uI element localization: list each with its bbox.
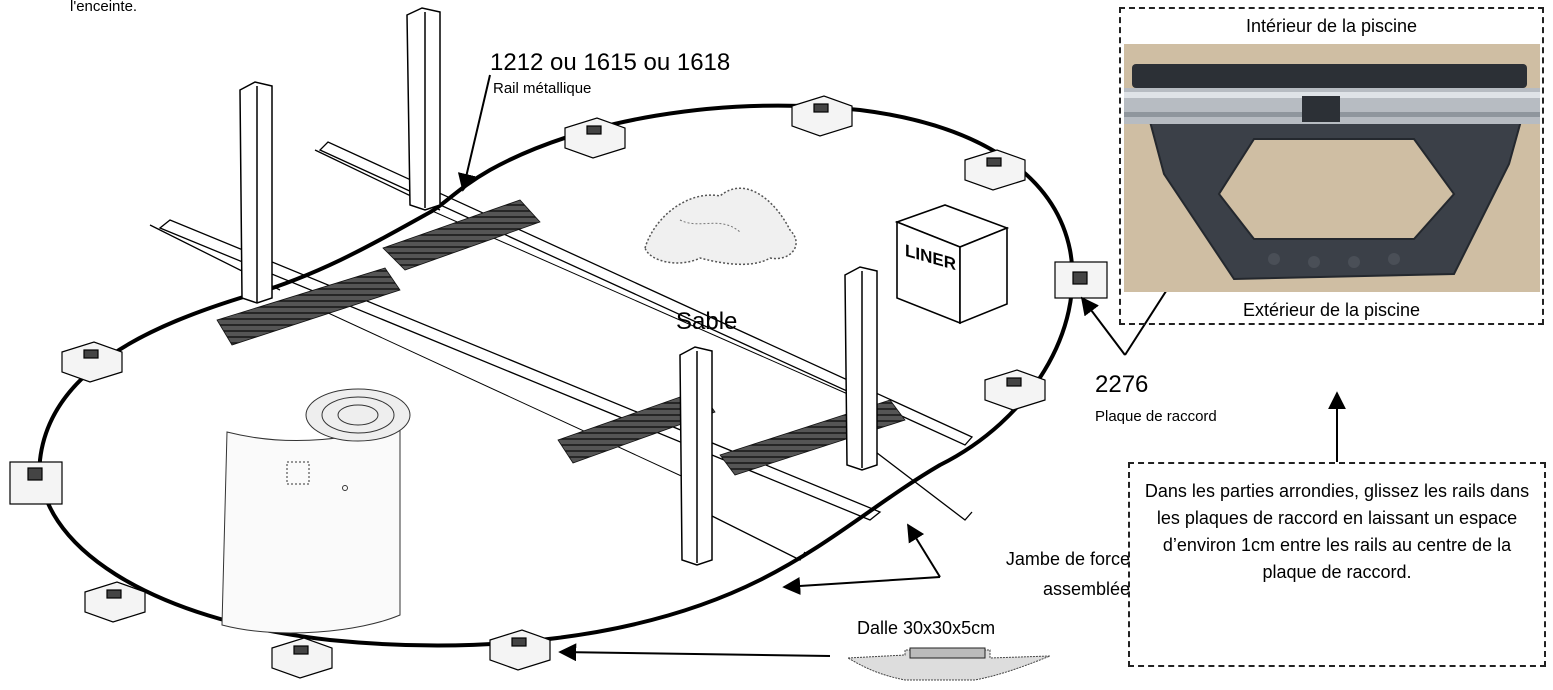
wall-roll-illustration — [221, 388, 411, 634]
upright-posts — [239, 7, 878, 566]
slabs — [9, 95, 1108, 679]
slab-section-illustration — [846, 647, 1051, 681]
sand-label: Sable — [676, 308, 738, 335]
top-note: l'enceinte. — [70, 0, 138, 15]
slab-label: Dalle 30x30x5cm — [857, 618, 996, 638]
pool-interior-label: Intérieur de la piscine — [1245, 16, 1418, 36]
pool-outline — [37, 103, 1075, 648]
pool-exterior-label: Extérieur de la piscine — [1242, 300, 1421, 320]
liner-box-illustration — [894, 204, 1010, 325]
connector-plate-photo — [1124, 44, 1540, 292]
sand-pile-illustration — [644, 187, 797, 266]
plate-code-label: 2276 — [1095, 371, 1149, 398]
instruction-box — [1128, 462, 1546, 667]
connector-photo-box — [1119, 7, 1544, 325]
strut-label: Jambe de force assemblée — [1005, 549, 1130, 599]
sand-sheets — [216, 199, 906, 476]
leader-arrows — [457, 74, 1346, 662]
rail-name-label: Rail métallique — [493, 80, 592, 97]
plate-name-label: Plaque de raccord — [1095, 408, 1217, 425]
instruction-text: Dans les parties arrondies, glissez les … — [1144, 481, 1530, 582]
rail-code-label: 1212 ou 1615 ou 1618 — [490, 49, 731, 76]
